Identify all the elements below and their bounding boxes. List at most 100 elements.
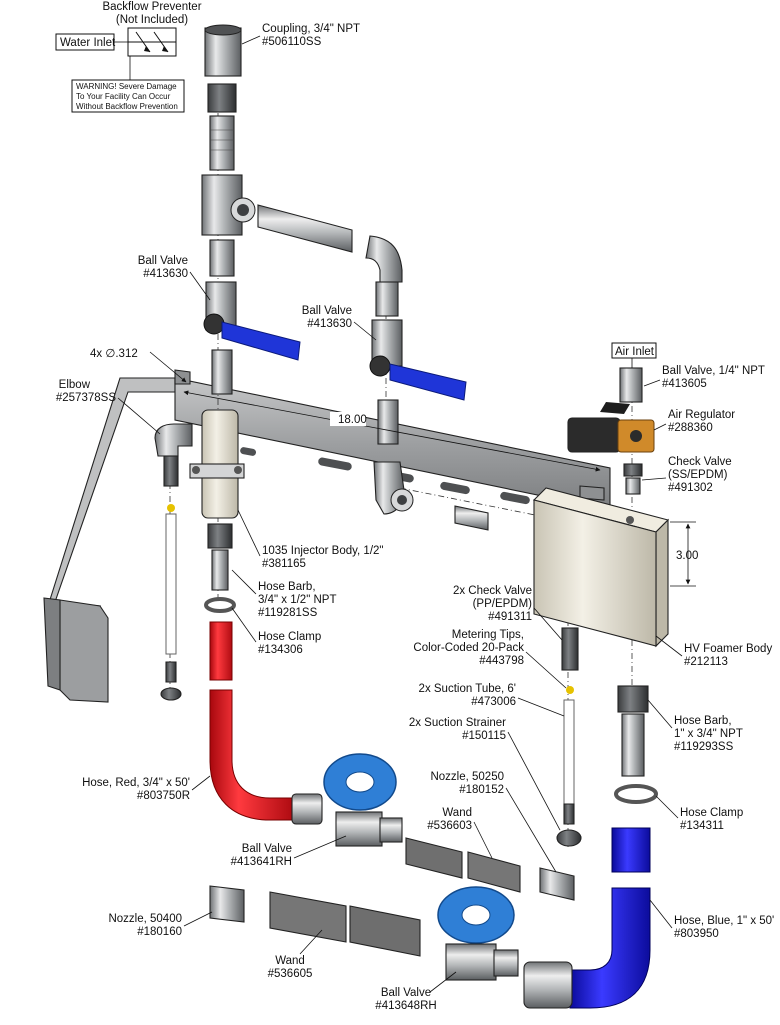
label-hose-clamp-large: Hose Clamp #134311 — [655, 795, 743, 832]
backflow-preventer-label: Backflow Preventer — [102, 1, 201, 13]
wand-upper-label: Wand — [442, 807, 472, 819]
check-valve-air-material: (SS/EPDM) — [668, 469, 728, 481]
ball-valve-rh-upper-label: Ball Valve — [242, 843, 292, 855]
air-regulator — [567, 417, 655, 453]
hose-barb-small-size: 3/4" x 1/2" NPT — [258, 594, 336, 606]
ball-valve-left — [203, 281, 301, 361]
label-wand-lower: Wand #536605 — [268, 929, 323, 980]
air-inlet-box: Air Inlet — [611, 342, 657, 368]
check-valve-pp-part: #491311 — [488, 611, 532, 623]
dimension-holes-text: 4x ∅.312 — [90, 348, 138, 360]
nipple-left-mid — [209, 239, 235, 277]
hose-barb-large-part: #119293SS — [674, 741, 734, 753]
label-air-regulator: Air Regulator #288360 — [653, 409, 735, 434]
nozzle-50400-part: #180160 — [137, 926, 182, 938]
nozzle-50250-label: Nozzle, 50250 — [430, 771, 504, 783]
hose-clamp-small-label: Hose Clamp — [258, 631, 321, 643]
injector-body-label: 1035 Injector Body, 1/2" — [262, 545, 384, 557]
label-ball-valve-center: Ball Valve #413630 — [302, 305, 377, 341]
air-regulator-part: #288360 — [668, 422, 713, 434]
foamer-body — [532, 487, 670, 648]
nozzle-50250-part: #180152 — [459, 784, 504, 796]
hose-blue-label: Hose, Blue, 1" x 50' — [674, 915, 774, 927]
ball-valve-air-part: #413605 — [662, 378, 707, 390]
ball-valve-rh-lower — [437, 886, 519, 981]
nozzle-lower — [209, 885, 245, 923]
hose-blue — [569, 827, 651, 1009]
air-regulator-label: Air Regulator — [668, 409, 735, 421]
nipple-top — [207, 83, 237, 171]
metering-tips-label: Metering Tips, — [452, 629, 524, 641]
hose-barb-large-label: Hose Barb, — [674, 715, 732, 727]
suction-strainer-label: 2x Suction Strainer — [409, 717, 506, 729]
warning-box: WARNING! Severe Damage To Your Facility … — [71, 56, 185, 113]
warning-line-2: To Your Facility Can Occur — [76, 92, 171, 101]
nipple-left-low — [211, 349, 233, 395]
warning-line-1: WARNING! Severe Damage — [76, 82, 177, 91]
ball-valve-center-part: #413630 — [307, 318, 352, 330]
hose-fitting-blue — [523, 961, 573, 1009]
label-check-valve-pp: 2x Check Valve (PP/EPDM) #491311 — [453, 585, 563, 641]
nipple-center-mid — [375, 281, 399, 317]
label-check-valve-air: Check Valve (SS/EPDM) #491302 — [641, 456, 732, 494]
warning-line-3: Without Backflow Prevention — [76, 102, 178, 111]
mounting-bracket — [43, 369, 611, 703]
elbow-label: Elbow — [59, 379, 91, 391]
label-coupling: Coupling, 3/4" NPT #506110SS — [241, 23, 360, 48]
dimension-width-text: 18.00 — [338, 414, 367, 426]
ball-valve-left-label: Ball Valve — [138, 255, 188, 267]
water-inlet-box: Water Inlet — [55, 33, 128, 51]
label-hose-red: Hose, Red, 3/4" x 50' #803750R — [82, 775, 211, 802]
hose-clamp-large-label: Hose Clamp — [680, 807, 743, 819]
ball-valve-rh-lower-part: #413648RH — [375, 1000, 436, 1012]
label-ball-valve-left: Ball Valve #413630 — [138, 255, 211, 301]
coupling — [204, 24, 242, 77]
label-injector-body: 1035 Injector Body, 1/2" #381165 — [237, 509, 384, 570]
air-inlet-label: Air Inlet — [615, 346, 655, 358]
nipple-center-low — [377, 399, 399, 445]
hose-red — [209, 621, 293, 821]
ball-valve-left-part: #413630 — [143, 268, 188, 280]
wand-upper — [405, 837, 521, 893]
label-hose-clamp-small: Hose Clamp #134306 — [231, 607, 321, 656]
backflow-preventer-note: (Not Included) — [116, 14, 188, 26]
hose-barb-small — [207, 523, 233, 591]
foamer-body-part: #212113 — [684, 656, 728, 668]
hose-barb-large — [617, 685, 649, 777]
label-nozzle-50400: Nozzle, 50400 #180160 — [108, 911, 213, 938]
suction-strainer-part: #150115 — [462, 730, 506, 742]
ball-valve-center-label: Ball Valve — [302, 305, 352, 317]
wand-lower-label: Wand — [275, 955, 305, 967]
check-valve-air-part: #491302 — [668, 482, 713, 494]
hose-clamp-small-part: #134306 — [258, 644, 303, 656]
elbow-center — [373, 461, 414, 515]
wand-upper-part: #536603 — [427, 820, 472, 832]
label-backflow: Backflow Preventer (Not Included) — [102, 1, 201, 26]
coupling-part: #506110SS — [262, 36, 322, 48]
label-hose-blue: Hose, Blue, 1" x 50' #803950 — [649, 899, 774, 940]
hose-red-part: #803750R — [137, 790, 190, 802]
hose-fitting-red — [291, 793, 323, 825]
hose-barb-small-label: Hose Barb, — [258, 581, 316, 593]
label-hose-barb-large: Hose Barb, 1" x 3/4" NPT #119293SS — [647, 699, 743, 753]
check-valve-pp — [561, 627, 579, 694]
elbow-left — [154, 423, 193, 487]
dimension-height: 3.00 — [670, 521, 698, 587]
ball-valve-rh-lower-label: Ball Valve — [381, 987, 431, 999]
label-ball-valve-rh-lower: Ball Valve #413648RH — [375, 971, 457, 1012]
hose-barb-small-part: #119281SS — [258, 607, 318, 619]
label-ball-valve-rh-upper: Ball Valve #413641RH — [231, 835, 347, 868]
dimension-width: 18.00 — [183, 390, 601, 472]
suction-tube-left — [160, 504, 182, 701]
hose-blue-part: #803950 — [674, 928, 719, 940]
backflow-preventer-box — [127, 27, 177, 57]
hose-clamp-small — [204, 597, 236, 613]
ball-valve-rh-upper-part: #413641RH — [231, 856, 292, 868]
label-elbow: Elbow #257378SS — [56, 379, 161, 435]
hose-clamp-large-part: #134311 — [680, 820, 724, 832]
horizontal-pipe — [257, 204, 403, 283]
check-valve-air — [623, 463, 643, 495]
label-metering-tips: Metering Tips, Color-Coded 20-Pack #4437… — [413, 629, 567, 689]
